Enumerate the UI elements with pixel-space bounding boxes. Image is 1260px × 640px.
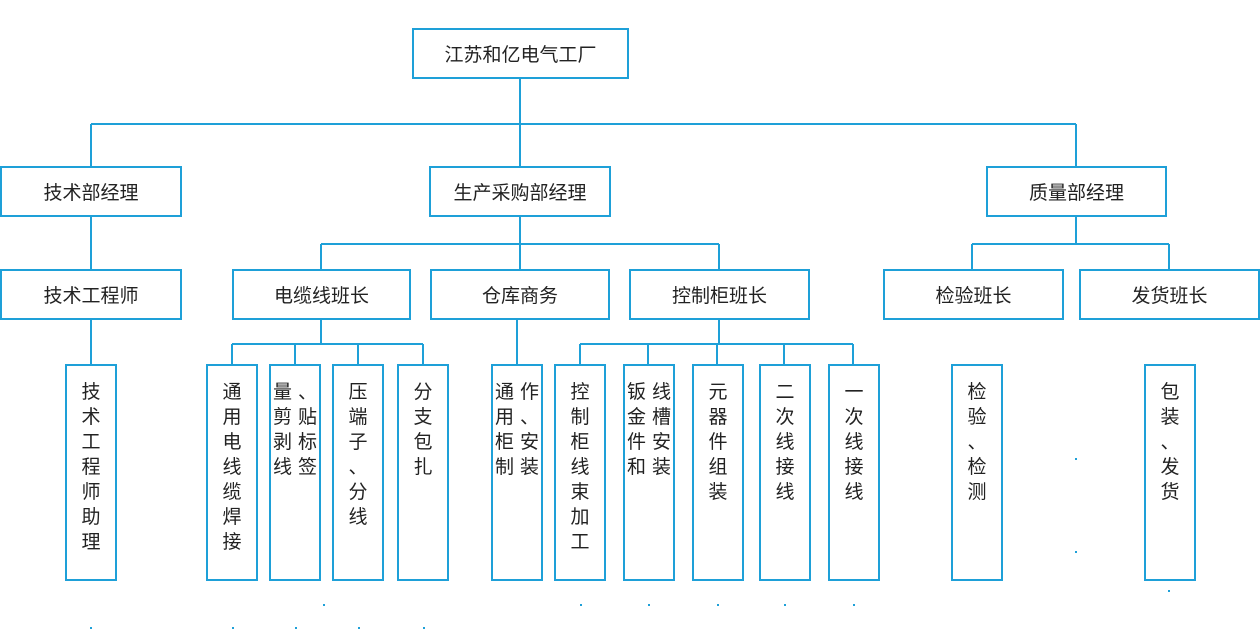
manager-node-quality: 质量部经理 — [986, 166, 1167, 217]
task-label: 一 次 线 接 线 — [844, 381, 864, 504]
lead-node-warehouse: 仓库商务 — [430, 269, 610, 320]
lead-label: 发货班长 — [1131, 285, 1208, 307]
lead-node-tech-engineer: 技术工程师 — [0, 269, 182, 320]
task-label: 分 支 包 扎 — [413, 381, 433, 479]
lead-label: 电缆线班长 — [273, 285, 369, 307]
stray-dot — [423, 627, 425, 629]
task-node: 钣 线 金 槽 件 安 和 装 — [623, 364, 675, 581]
stray-dot — [784, 604, 786, 606]
task-node: 一 次 线 接 线 — [828, 364, 880, 581]
stray-dot — [232, 627, 234, 629]
stray-dot — [358, 627, 360, 629]
task-label: 压 端 子 、 分 线 — [348, 381, 368, 529]
lead-node-cabinet: 控制柜班长 — [629, 269, 810, 320]
stray-dot — [323, 604, 325, 606]
stray-dot — [1075, 551, 1077, 553]
lead-label: 技术工程师 — [43, 285, 139, 307]
manager-label: 生产采购部经理 — [453, 182, 587, 204]
stray-dot — [580, 604, 582, 606]
stray-dot — [853, 604, 855, 606]
stray-dot — [1075, 458, 1077, 460]
lead-label: 仓库商务 — [481, 285, 558, 307]
task-label: 控 制 柜 线 束 加 工 — [570, 381, 590, 554]
lead-label: 检验班长 — [935, 285, 1012, 307]
root-label: 江苏和亿电气工厂 — [444, 44, 597, 66]
task-label: 量 、 剪 贴 剥 标 线 签 — [272, 381, 318, 479]
manager-node-tech: 技术部经理 — [0, 166, 182, 217]
lead-node-shipping: 发货班长 — [1079, 269, 1260, 320]
task-node: 量 、 剪 贴 剥 标 线 签 — [269, 364, 321, 581]
task-label: 检 验 、 检 测 — [967, 381, 987, 504]
stray-dot — [1168, 590, 1170, 592]
task-node: 二 次 线 接 线 — [759, 364, 811, 581]
root-node: 江苏和亿电气工厂 — [412, 28, 629, 79]
manager-label: 质量部经理 — [1028, 182, 1124, 204]
task-node: 通 用 电 线 缆 焊 接 — [206, 364, 258, 581]
task-node: 检 验 、 检 测 — [951, 364, 1003, 581]
task-node: 技 术 工 程 师 助 理 — [65, 364, 117, 581]
lead-node-cable: 电缆线班长 — [232, 269, 411, 320]
task-label: 通 作 用 、 柜 安 制 装 — [494, 381, 540, 479]
task-node: 压 端 子 、 分 线 — [332, 364, 384, 581]
stray-dot — [295, 627, 297, 629]
task-node: 元 器 件 组 装 — [692, 364, 744, 581]
manager-node-production: 生产采购部经理 — [429, 166, 611, 217]
task-label: 通 用 电 线 缆 焊 接 — [222, 381, 242, 554]
task-label: 元 器 件 组 装 — [708, 381, 728, 504]
task-label: 钣 线 金 槽 件 安 和 装 — [626, 381, 672, 479]
manager-label: 技术部经理 — [43, 182, 139, 204]
task-label: 技 术 工 程 师 助 理 — [81, 381, 101, 554]
stray-dot — [648, 604, 650, 606]
lead-label: 控制柜班长 — [671, 285, 767, 307]
task-node: 通 作 用 、 柜 安 制 装 — [491, 364, 543, 581]
task-node: 分 支 包 扎 — [397, 364, 449, 581]
task-label: 二 次 线 接 线 — [775, 381, 795, 504]
stray-dot — [717, 604, 719, 606]
task-node: 控 制 柜 线 束 加 工 — [554, 364, 606, 581]
stray-dot — [90, 627, 92, 629]
lead-node-inspection: 检验班长 — [883, 269, 1064, 320]
task-node: 包 装 、 发 货 — [1144, 364, 1196, 581]
task-label: 包 装 、 发 货 — [1160, 381, 1180, 504]
